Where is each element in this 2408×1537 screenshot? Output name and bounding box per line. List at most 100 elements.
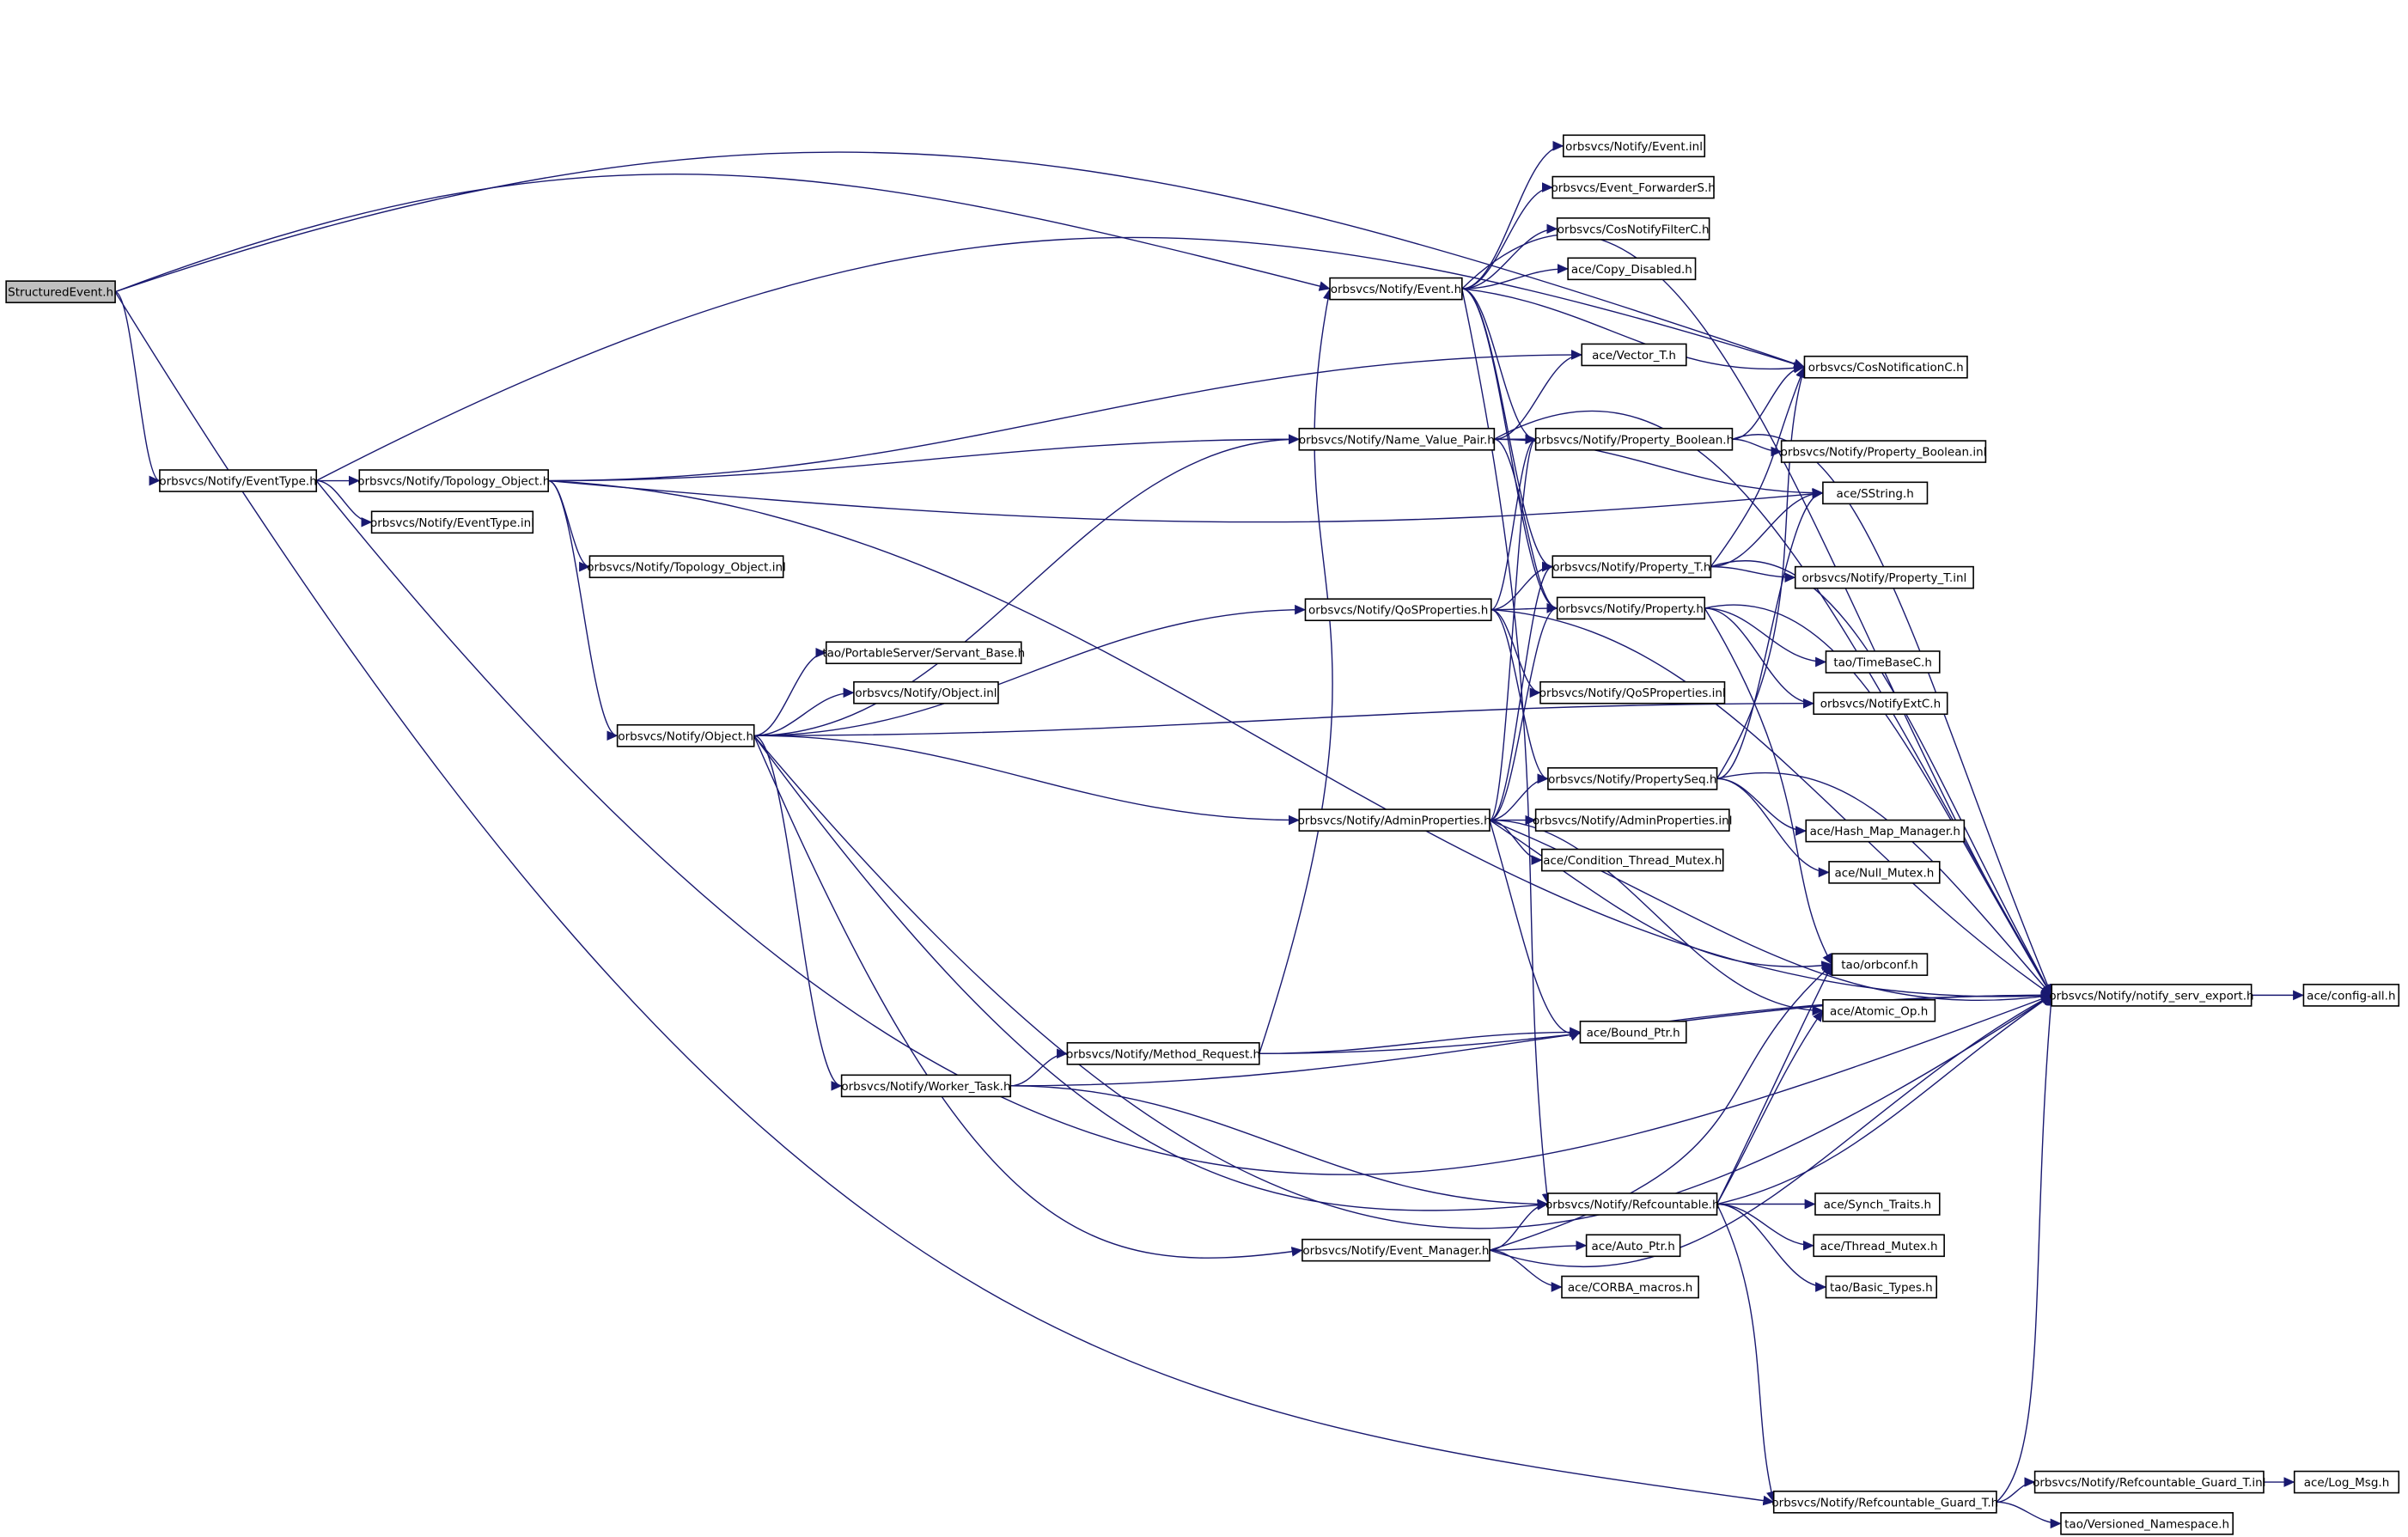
node-box <box>1579 1020 1687 1044</box>
node-structured-event[interactable]: StructuredEvent.h <box>5 280 116 303</box>
edge-structured-event-to-event-type-h <box>114 290 161 486</box>
node-label: ace/Copy_Disabled.h <box>1571 263 1692 277</box>
node-box <box>1828 861 1941 884</box>
node-method-request-h[interactable]: orbsvcs/Notify/Method_Request.h <box>1066 1041 1260 1065</box>
edge-event-h-to-refcountable-h <box>1461 288 1552 1205</box>
node-notify-serv-export-h[interactable]: orbsvcs/Notify/notify_serv_export.h <box>2049 984 2254 1007</box>
edge-refcountable-guard-t-h-to-versioned-namespace-h <box>1996 1501 2062 1529</box>
node-qos-properties-h[interactable]: orbsvcs/Notify/QoSProperties.h <box>1304 598 1492 622</box>
node-label: orbsvcs/Notify/Worker_Task.h <box>841 1080 1010 1094</box>
node-time-base-c-h[interactable]: tao/TimeBaseC.h <box>1825 650 1941 674</box>
node-label: orbsvcs/Notify/Refcountable.h <box>1545 1198 1720 1212</box>
edge-refcountable-h-to-atomic-op-h <box>1716 1009 1824 1205</box>
node-box <box>2033 1470 2265 1494</box>
node-condition-thread-mutex-h[interactable]: ace/Condition_Thread_Mutex.h <box>1540 848 1724 872</box>
node-box <box>358 469 549 492</box>
node-admin-properties-inl[interactable]: orbsvcs/Notify/AdminProperties.inl <box>1533 808 1732 832</box>
node-servant-base-h[interactable]: tao/PortableServer/Servant_Base.h <box>822 641 1025 665</box>
node-object-h[interactable]: orbsvcs/Notify/Object.h <box>616 723 755 747</box>
node-box <box>5 280 116 303</box>
node-refcountable-guard-t-inl[interactable]: orbsvcs/Notify/Refcountable_Guard_T.inl <box>2033 1470 2265 1494</box>
node-box <box>1556 596 1706 620</box>
node-event-inl[interactable]: orbsvcs/Notify/Event.inl <box>1563 134 1706 158</box>
node-event-type-h[interactable]: orbsvcs/Notify/EventType.h <box>159 469 318 492</box>
edge-topology-object-h-to-vector-t-h <box>548 350 1582 482</box>
node-label: tao/PortableServer/Servant_Base.h <box>822 647 1025 661</box>
edge-qos-properties-h-to-notify-serv-export-h <box>1491 608 2052 996</box>
node-property-t-inl[interactable]: orbsvcs/Notify/Property_T.inl <box>1794 565 1974 589</box>
node-config-all-h[interactable]: ace/config-all.h <box>2302 984 2400 1007</box>
node-box <box>825 641 1022 665</box>
node-auto-ptr-h[interactable]: ace/Auto_Ptr.h <box>1585 1234 1681 1258</box>
node-topology-object-h[interactable]: orbsvcs/Notify/Topology_Object.h <box>357 469 550 492</box>
node-corba-macros-h[interactable]: ace/CORBA_macros.h <box>1561 1275 1699 1299</box>
node-property-boolean-h[interactable]: orbsvcs/Notify/Property_Boolean.h <box>1534 427 1734 451</box>
edge-object-h-to-servant-base-h <box>753 647 827 736</box>
node-label: ace/Thread_Mutex.h <box>1820 1240 1938 1253</box>
node-label: orbsvcs/NotifyExtC.h <box>1820 698 1941 711</box>
node-atomic-op-h[interactable]: ace/Atomic_Op.h <box>1822 998 1936 1022</box>
node-label: orbsvcs/Notify/Property_T.h <box>1552 561 1710 575</box>
node-box <box>159 469 318 492</box>
node-null-mutex-h[interactable]: ace/Null_Mutex.h <box>1828 861 1941 884</box>
node-event-manager-h[interactable]: orbsvcs/Notify/Event_Manager.h <box>1302 1238 1491 1262</box>
edge-admin-properties-h-to-condition-thread-mutex-h <box>1489 819 1543 865</box>
node-synch-traits-h[interactable]: ace/Synch_Traits.h <box>1814 1192 1941 1216</box>
node-qos-properties-inl[interactable]: orbsvcs/Notify/QoSProperties.inl <box>1539 680 1726 704</box>
node-hash-map-manager-h[interactable]: ace/Hash_Map_Manager.h <box>1805 819 1966 843</box>
node-box <box>588 555 784 578</box>
node-topology-object-inl[interactable]: orbsvcs/Notify/Topology_Object.inl <box>587 555 786 578</box>
node-basic-types-h[interactable]: tao/Basic_Types.h <box>1825 1275 1937 1299</box>
node-event-h[interactable]: orbsvcs/Notify/Event.h <box>1329 277 1463 301</box>
node-label: orbsvcs/Notify/Object.inl <box>855 686 997 700</box>
node-property-h[interactable]: orbsvcs/Notify/Property.h <box>1556 596 1706 620</box>
node-box <box>1825 1275 1937 1299</box>
node-label: orbsvcs/Notify/QoSProperties.h <box>1308 604 1488 618</box>
node-object-inl[interactable]: orbsvcs/Notify/Object.inl <box>853 680 999 704</box>
node-label: ace/Synch_Traits.h <box>1824 1198 1931 1212</box>
edge-refcountable-h-to-thread-mutex-h <box>1716 1203 1814 1251</box>
node-event-type-inl[interactable]: orbsvcs/Notify/EventType.inl <box>370 510 534 534</box>
edge-structured-event-to-cos-notification-c-h <box>114 151 1806 369</box>
node-admin-properties-h[interactable]: orbsvcs/Notify/AdminProperties.h <box>1298 808 1491 832</box>
node-refcountable-guard-t-h[interactable]: orbsvcs/Notify/Refcountable_Guard_T.h <box>1771 1490 1998 1514</box>
node-thread-mutex-h[interactable]: ace/Thread_Mutex.h <box>1813 1234 1945 1258</box>
node-box <box>1302 1238 1491 1262</box>
edge-event-h-to-copy-disabled-h <box>1461 263 1569 290</box>
node-box <box>1539 680 1726 704</box>
edge-event-h-to-cos-notification-c-h <box>1461 288 1806 374</box>
edge-topology-object-h-to-notify-serv-export-h <box>548 479 2052 1001</box>
node-label: orbsvcs/Notify/Property_T.inl <box>1802 571 1967 585</box>
node-versioned-namespace-h[interactable]: tao/Versioned_Namespace.h <box>2060 1512 2234 1535</box>
node-cos-notify-filter-c-h[interactable]: orbsvcs/CosNotifyFilterC.h <box>1556 217 1710 241</box>
node-vector-t-h[interactable]: ace/Vector_T.h <box>1581 343 1687 367</box>
node-label: orbsvcs/CosNotificationC.h <box>1808 361 1964 375</box>
node-name-value-pair-h[interactable]: orbsvcs/Notify/Name_Value_Pair.h <box>1298 427 1496 451</box>
node-worker-task-h[interactable]: orbsvcs/Notify/Worker_Task.h <box>840 1074 1012 1098</box>
node-label: orbsvcs/Notify/Refcountable_Guard_T.inl <box>2033 1476 2265 1490</box>
node-copy-disabled-h[interactable]: ace/Copy_Disabled.h <box>1567 257 1697 281</box>
edge-topology-object-h-to-object-h <box>547 479 619 741</box>
node-box <box>1561 1275 1699 1299</box>
node-bound-ptr-h[interactable]: ace/Bound_Ptr.h <box>1579 1020 1687 1044</box>
node-notify-ext-c-h[interactable]: orbsvcs/NotifyExtC.h <box>1813 692 1948 716</box>
node-refcountable-h[interactable]: orbsvcs/Notify/Refcountable.h <box>1545 1192 1720 1216</box>
node-orbconf-h[interactable]: tao/orbconf.h <box>1831 953 1929 976</box>
edge-refcountable-h-to-refcountable-guard-t-h <box>1716 1204 1777 1503</box>
edge-structured-event-to-refcountable-guard-t-h <box>114 291 1775 1506</box>
node-sstring-h[interactable]: ace/SString.h <box>1822 481 1929 505</box>
edge-event-h-to-cos-notify-filter-c-h <box>1461 223 1558 290</box>
node-property-boolean-inl[interactable]: orbsvcs/Notify/Property_Boolean.inl <box>1781 440 1987 463</box>
node-box <box>1304 598 1492 622</box>
edge-property-t-h-to-property-t-inl <box>1710 565 1796 582</box>
edge-event-manager-h-to-refcountable-h <box>1489 1198 1549 1251</box>
node-property-t-h[interactable]: orbsvcs/Notify/Property_T.h <box>1551 555 1712 578</box>
node-property-seq-h[interactable]: orbsvcs/Notify/PropertySeq.h <box>1547 767 1718 790</box>
node-cos-notification-c-h[interactable]: orbsvcs/CosNotificationC.h <box>1803 355 1968 379</box>
edge-admin-properties-h-to-property-h <box>1489 603 1558 821</box>
node-box <box>1825 650 1941 674</box>
node-event-forwarders-h[interactable]: orbsvcs/Event_ForwarderS.h <box>1551 175 1716 199</box>
edge-event-manager-h-to-auto-ptr-h <box>1489 1240 1588 1251</box>
node-log-msg-h[interactable]: ace/Log_Msg.h <box>2293 1470 2400 1494</box>
